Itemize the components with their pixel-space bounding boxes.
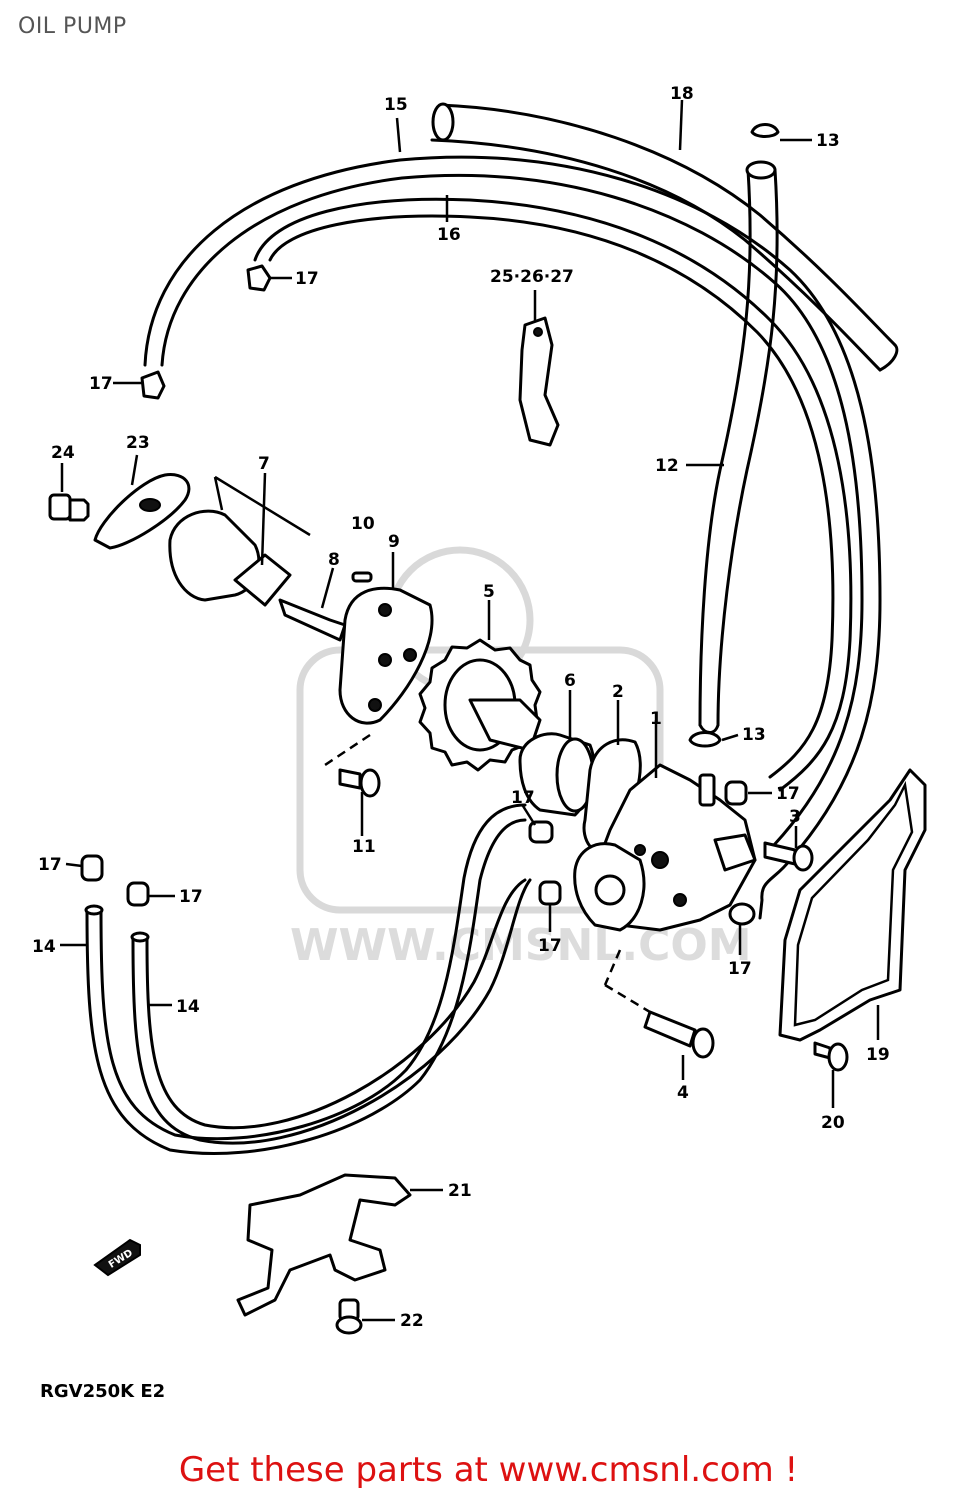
pump-body-1: [573, 763, 757, 932]
callout-21: 21: [448, 1181, 472, 1201]
callout-9: 9: [388, 532, 400, 552]
callout-18: 18: [670, 84, 694, 104]
callout-23: 23: [126, 433, 150, 453]
callout-20: 20: [821, 1113, 845, 1133]
callout-17-c: 17: [776, 784, 800, 804]
bolt-24: [48, 493, 90, 522]
callout-8: 8: [328, 550, 340, 570]
bolt-3: [763, 841, 814, 872]
cover-23: [93, 473, 191, 550]
callout-16: 16: [437, 225, 461, 245]
callout-1: 1: [650, 709, 662, 729]
callout-19: 19: [866, 1045, 890, 1065]
hose-16: [253, 197, 853, 792]
callout-7: 7: [258, 454, 270, 474]
callout-17-a: 17: [295, 269, 319, 289]
callout-13-top: 13: [816, 131, 840, 151]
callout-25-26-27: 25·26·27: [490, 267, 574, 287]
callout-3: 3: [789, 807, 801, 827]
cover-23-hole: [139, 498, 161, 512]
callout-12: 12: [655, 456, 679, 476]
fwd-arrow-icon: FWD: [93, 1238, 141, 1277]
watermark-text: WWW.CMSNL.COM: [290, 920, 752, 971]
page-title: OIL PUMP: [18, 14, 127, 39]
callout-17-f: 17: [179, 887, 203, 907]
pin-10: [351, 571, 373, 583]
plate-9: [338, 586, 434, 725]
pin-8: [278, 598, 347, 642]
bracket-25-hole: [533, 327, 543, 337]
bushing-6: [518, 732, 596, 817]
callout-leaders: [60, 99, 880, 1322]
callout-17-g: 17: [538, 936, 562, 956]
callout-10: 10: [351, 514, 375, 534]
gear-5: [418, 638, 542, 772]
bolt-4: [603, 949, 715, 1059]
callout-6: 6: [564, 671, 576, 691]
screw-20: [813, 1041, 849, 1072]
hose-14: [84, 803, 532, 1155]
callout-17-h: 17: [728, 959, 752, 979]
gasket-19-inner: [793, 780, 914, 1027]
bolt-22: [335, 1298, 363, 1335]
callout-4: 4: [677, 1083, 689, 1103]
bracket-21: [236, 1173, 412, 1317]
bracket-25-26-27: [518, 316, 560, 447]
callout-17-e: 17: [38, 855, 62, 875]
callout-5: 5: [483, 582, 495, 602]
hose-clamps: [80, 123, 780, 926]
callout-22: 22: [400, 1311, 424, 1331]
callout-17-b: 17: [89, 374, 113, 394]
callout-2: 2: [612, 682, 624, 702]
hose-12: [698, 160, 779, 734]
model-code: RGV250K E2: [40, 1381, 166, 1402]
callout-24: 24: [51, 443, 75, 463]
promo-link[interactable]: Get these parts at www.cmsnl.com !: [178, 1450, 799, 1490]
callout-17-d: 17: [511, 788, 535, 808]
callout-15: 15: [384, 95, 408, 115]
rotor-7: [168, 475, 311, 607]
callout-numbers: 15 18 16 13 17 17 25·26·27 12 24 23 7 10…: [32, 84, 890, 1331]
hose-18: [430, 102, 899, 372]
callout-11: 11: [352, 837, 376, 857]
callout-14-b: 14: [176, 997, 200, 1017]
callout-14-a: 14: [32, 937, 56, 957]
callout-13-bottom: 13: [742, 725, 766, 745]
promo-link-container: Get these parts at www.cmsnl.com !: [0, 1450, 977, 1490]
screw-11: [324, 733, 381, 798]
